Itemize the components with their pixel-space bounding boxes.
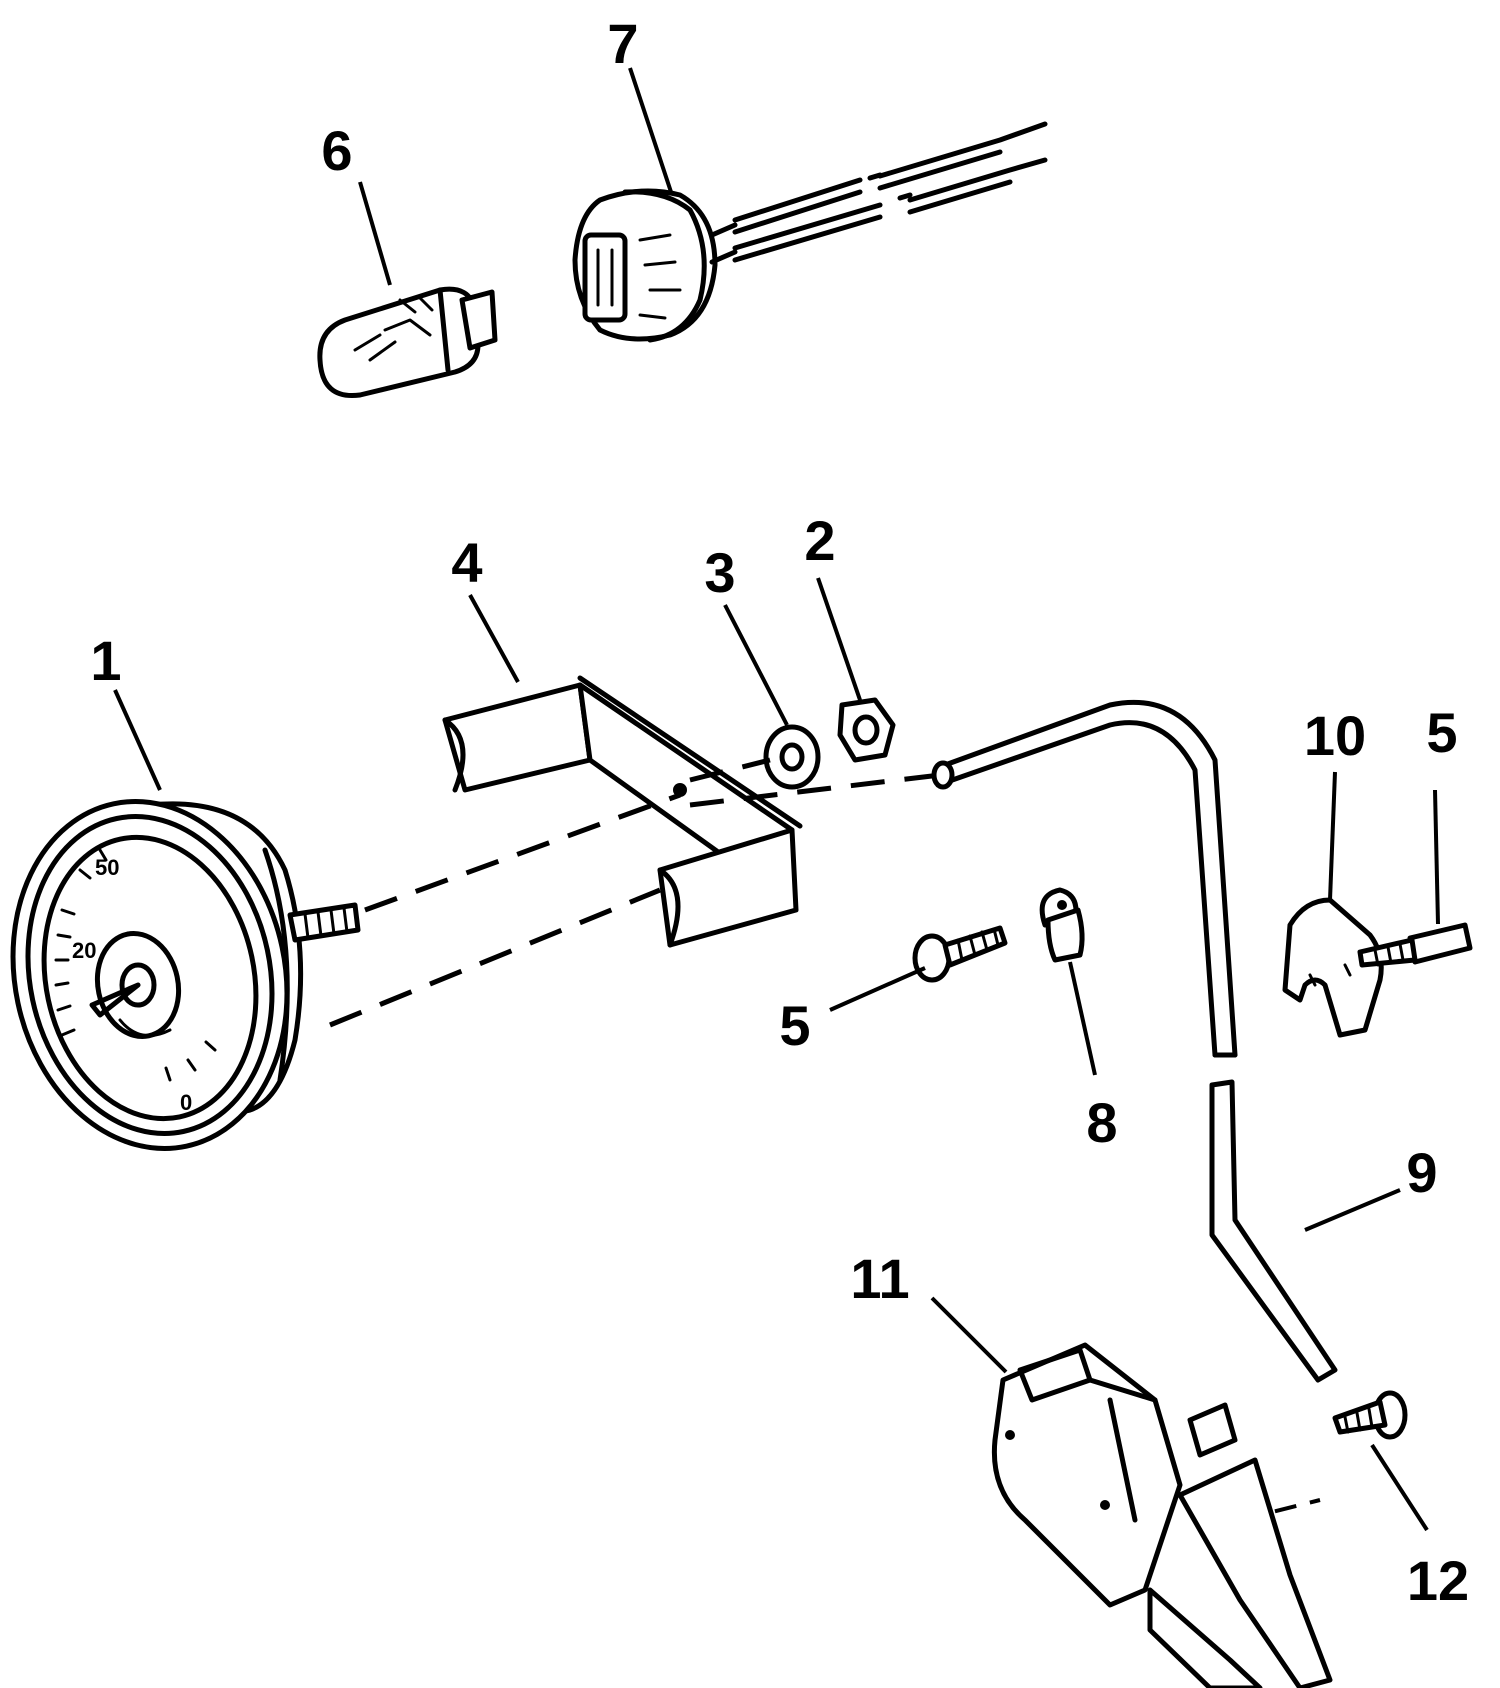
- callout-5-right: 5: [1426, 701, 1457, 764]
- callout-6: 6: [321, 119, 352, 182]
- dial-mark-0: 0: [180, 1090, 192, 1115]
- callout-10: 10: [1304, 704, 1366, 767]
- tube-part-9: [931, 699, 1338, 1383]
- washer-part-3: [763, 724, 821, 790]
- callout-7: 7: [607, 12, 638, 75]
- callout-1: 1: [90, 629, 121, 692]
- callout-8: 8: [1086, 1091, 1117, 1154]
- dial-mark-20: 20: [72, 938, 96, 963]
- leader-lines: [113, 67, 1440, 1532]
- screw-part-5-left: [912, 925, 1008, 983]
- callout-9: 9: [1406, 1141, 1437, 1204]
- plate-part-10: [1282, 897, 1384, 1038]
- screw-part-5-right: [1357, 922, 1473, 968]
- sender-part-11: [991, 1342, 1333, 1688]
- alignment-lines: [329, 757, 1321, 1522]
- bracket-part-4: [442, 675, 803, 948]
- screw-part-12: [1332, 1390, 1408, 1440]
- callout-numbers: 1 4 3 2 6 7 5 8 9 10 5 11 12: [90, 12, 1469, 1612]
- callout-5-left: 5: [779, 994, 810, 1057]
- nut-part-2: [837, 697, 896, 763]
- callout-4: 4: [451, 531, 482, 594]
- callout-3: 3: [704, 541, 735, 604]
- callout-2: 2: [804, 509, 835, 572]
- dial-mark-50: 50: [95, 855, 119, 880]
- bulb-part-6: [317, 286, 498, 399]
- callout-11: 11: [850, 1247, 909, 1310]
- callout-12: 12: [1407, 1549, 1469, 1612]
- gauge-part-1: 50 20 0: [10, 799, 361, 1151]
- socket-part-7: [572, 121, 1048, 343]
- clip-part-8: [1039, 887, 1085, 963]
